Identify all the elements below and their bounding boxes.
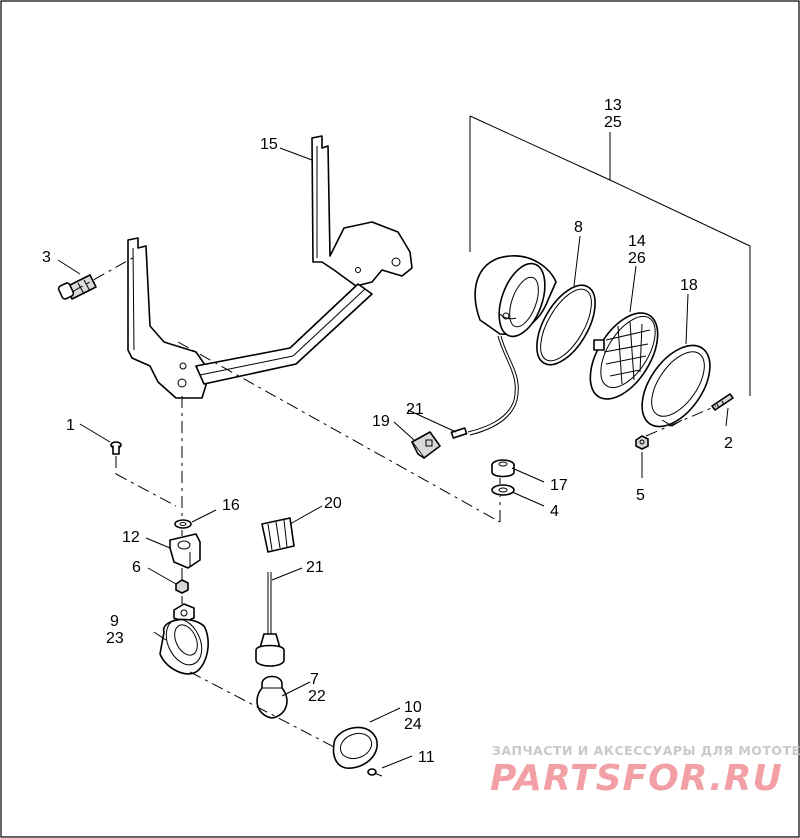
watermark-brand-logo: PARTSFOR.RU	[490, 758, 783, 799]
callout-2: 2	[724, 435, 733, 452]
callout-23: 23	[106, 630, 124, 647]
callout-25: 25	[604, 114, 622, 131]
callout-13: 13	[604, 97, 622, 114]
terminal-pins-20	[261, 517, 295, 553]
callout-1: 1	[66, 417, 75, 434]
lamp-wire	[450, 335, 519, 439]
callouts: 13 25 15 3 8 14 26 18 2 5 21 19 17 4 1 1…	[42, 97, 733, 766]
assembly-lines	[71, 255, 717, 749]
clamp-12	[169, 533, 201, 569]
socket-wire-21	[255, 572, 285, 667]
callout-12: 12	[122, 529, 140, 546]
grommet-17	[491, 459, 515, 478]
bulb-7	[256, 675, 288, 719]
lens-10	[332, 726, 378, 769]
callout-21-lower: 21	[306, 559, 324, 576]
callout-6: 6	[132, 559, 141, 576]
turn-signal-housing	[159, 603, 209, 675]
callout-11: 11	[418, 749, 435, 766]
callout-8: 8	[574, 219, 583, 236]
callout-26: 26	[628, 250, 646, 267]
trim-ring-18	[641, 344, 711, 428]
callout-17: 17	[550, 477, 568, 494]
headlamp-housing	[474, 255, 557, 338]
callout-22: 22	[308, 688, 326, 705]
callout-20: 20	[324, 495, 342, 512]
watermark: ЗАПЧАСТИ И АКСЕССУАРЫ ДЛЯ МОТОТЕХНИКИ PA…	[490, 743, 800, 799]
bolt-3	[57, 274, 97, 300]
watermark-caption: ЗАПЧАСТИ И АКСЕССУАРЫ ДЛЯ МОТОТЕХНИКИ	[492, 743, 800, 758]
callout-10: 10	[404, 699, 422, 716]
washer-16	[174, 519, 192, 529]
callout-9: 9	[110, 613, 119, 630]
nut-5	[635, 435, 649, 450]
callout-5: 5	[636, 487, 645, 504]
callout-7: 7	[310, 671, 319, 688]
leader-lines	[57, 115, 751, 769]
callout-3: 3	[42, 249, 51, 266]
screw-2	[711, 393, 734, 411]
screw-1	[110, 441, 122, 455]
mounting-bracket	[127, 135, 413, 399]
screw-11	[367, 768, 383, 777]
callout-24: 24	[404, 716, 422, 733]
callout-21-upper: 21	[406, 401, 424, 418]
callout-4: 4	[550, 503, 559, 520]
callout-15: 15	[260, 136, 278, 153]
connector-19	[411, 431, 441, 459]
callout-16: 16	[222, 497, 240, 514]
washer-4	[491, 484, 515, 496]
callout-14: 14	[628, 233, 646, 250]
callout-19: 19	[372, 413, 390, 430]
sealed-beam-lamp	[589, 312, 659, 400]
retaining-ring-8	[536, 284, 596, 366]
callout-18: 18	[680, 277, 698, 294]
nut-6	[175, 579, 189, 594]
